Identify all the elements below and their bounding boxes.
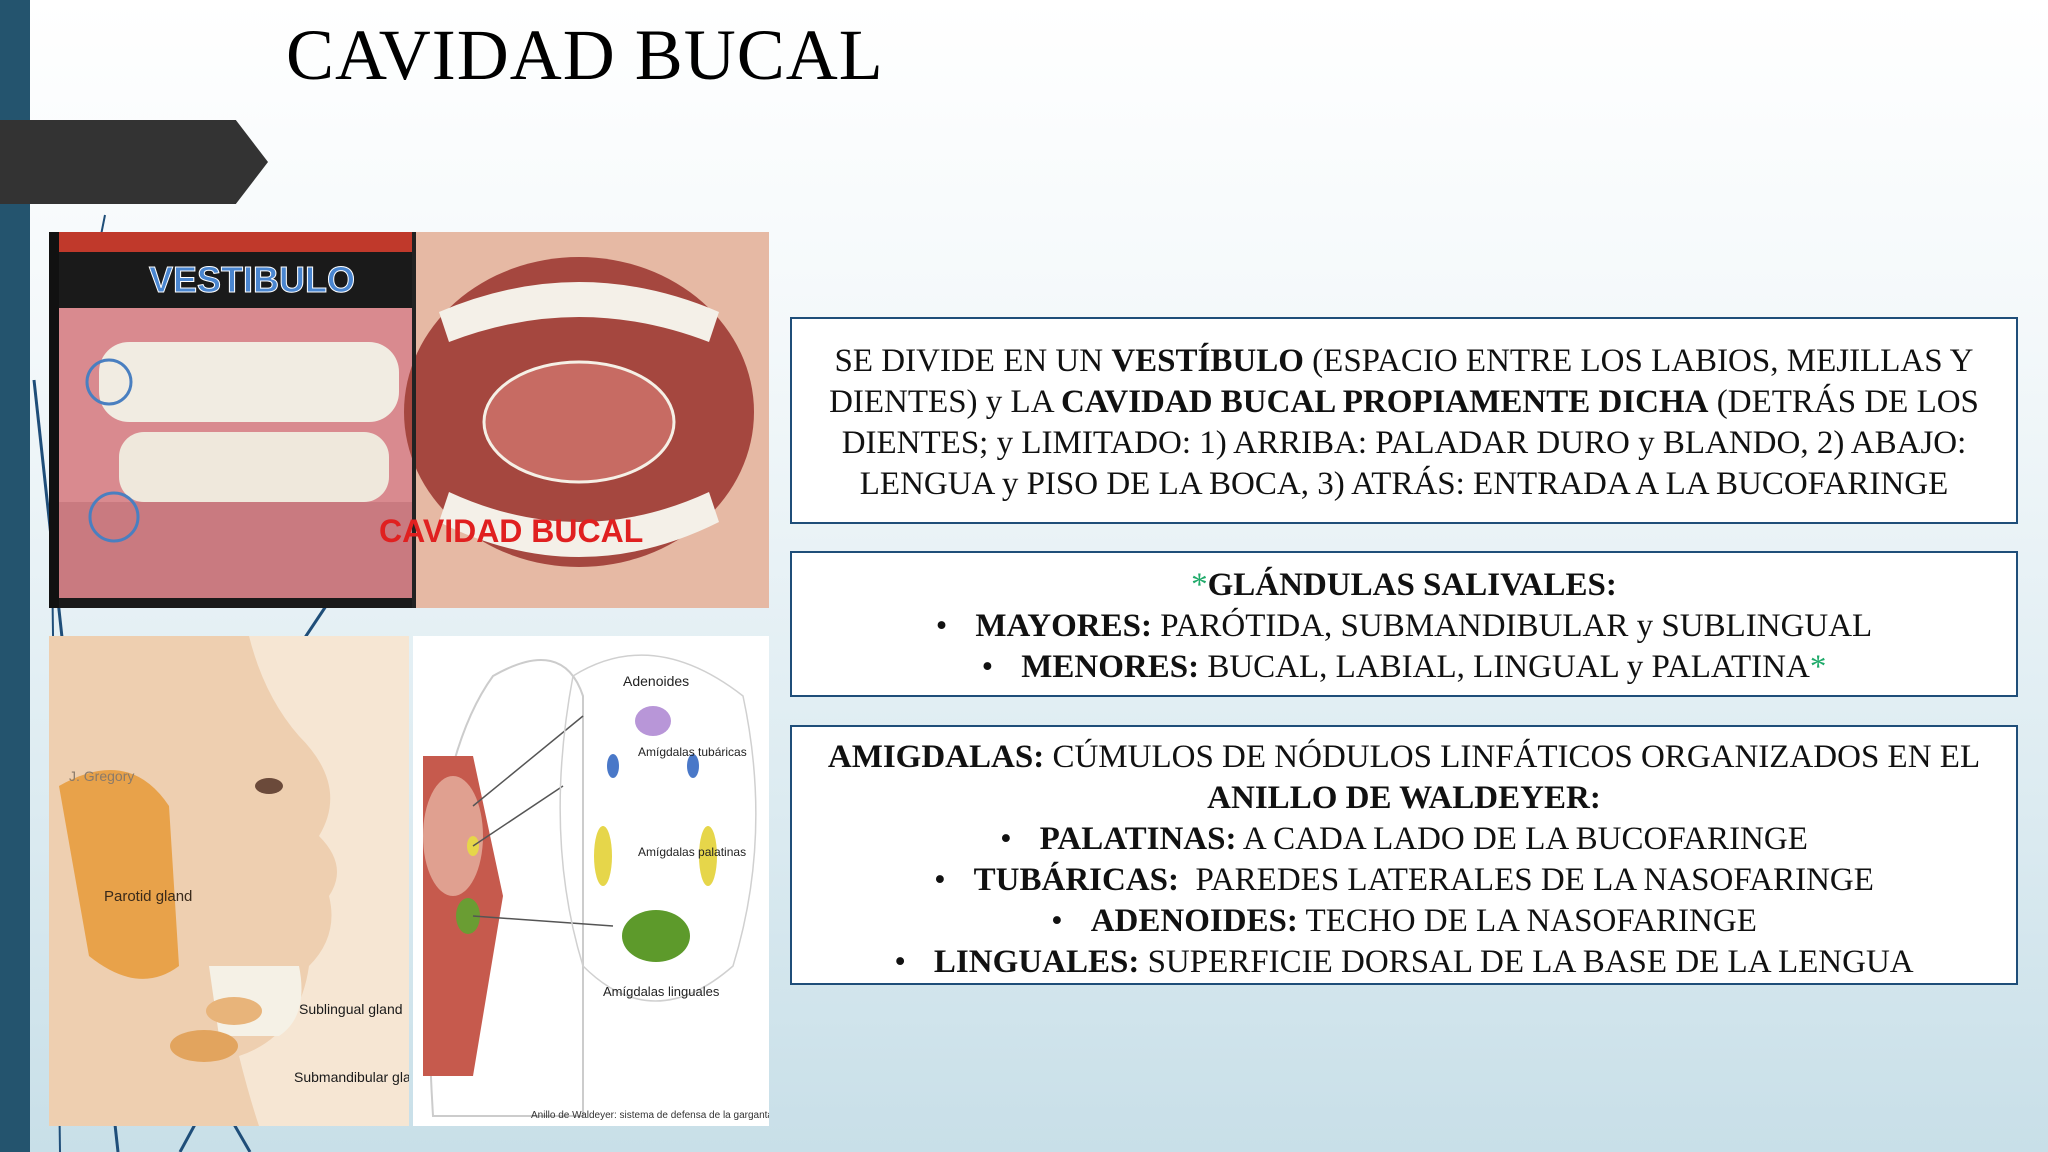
mayores-label: MAYORES: xyxy=(975,608,1152,644)
linguales-label: Amígdalas linguales xyxy=(603,984,720,999)
vestibulo-term: VESTÍBULO xyxy=(1111,343,1304,379)
box1-text-part3: (DETRÁS DE LOS DIENTES; y LIMITADO: 1) A… xyxy=(841,384,1979,502)
vestibulo-label: VESTIBULO xyxy=(149,259,355,300)
tonsil-item: PALATINAS: A CADA LADO DE LA BUCOFARINGE xyxy=(806,819,2002,860)
tonsil-item: ADENOIDES: TECHO DE LA NASOFARINGE xyxy=(806,901,2002,942)
tonsil-item-label: TUBÁRICAS: xyxy=(973,862,1180,898)
tonsil-item-text: SUPERFICIE DORSAL DE LA BASE DE LA LENGU… xyxy=(1139,944,1914,980)
amigdalas-label: AMIGDALAS: xyxy=(827,739,1045,775)
tonsils-heading: AMIGDALAS: CÚMULOS DE NÓDULOS LINFÁTICOS… xyxy=(806,737,2002,819)
asterisk-open: * xyxy=(1191,567,1208,603)
glands-heading: *GLÁNDULAS SALIVALES: xyxy=(806,565,2002,606)
tonsil-item: LINGUALES: SUPERFICIE DORSAL DE LA BASE … xyxy=(806,942,2002,983)
menores-text: BUCAL, LABIAL, LINGUAL y PALATINA xyxy=(1199,649,1810,685)
box1-text: SE DIVIDE EN UN VESTÍBULO (ESPACIO ENTRE… xyxy=(829,343,1979,502)
illustrator-signature: J. Gregory xyxy=(69,768,134,784)
glands-heading-text: GLÁNDULAS SALIVALES: xyxy=(1207,567,1617,603)
asterisk-close: * xyxy=(1809,649,1827,685)
tonsil-item-label: PALATINAS: xyxy=(1039,821,1237,857)
tonsil-item-text: TECHO DE LA NASOFARINGE xyxy=(1297,903,1757,939)
waldeyer-caption: Anillo de Waldeyer: sistema de defensa d… xyxy=(531,1110,769,1121)
box1-text-part2: (ESPACIO ENTRE LOS LABIOS, MEJILLAS Y DI… xyxy=(829,343,1974,420)
tonsil-item-label: ADENOIDES: xyxy=(1090,903,1298,939)
salivary-glands-box: *GLÁNDULAS SALIVALES: MAYORES: PARÓTIDA,… xyxy=(790,551,2018,697)
sublingual-gland-label: Sublingual gland xyxy=(299,1001,403,1017)
slide-arrow-tab xyxy=(0,120,268,204)
tonsils-box: AMIGDALAS: CÚMULOS DE NÓDULOS LINFÁTICOS… xyxy=(790,725,2018,985)
cavidad-bucal-label: CAVIDAD BUCAL xyxy=(379,513,643,549)
cavidad-propia-term: CAVIDAD BUCAL PROPIAMENTE DICHA xyxy=(1060,384,1709,420)
waldeyer-ring-diagram: Adenoides Amígdalas tubáricas Amígdalas … xyxy=(413,636,769,1126)
glands-mayores-item: MAYORES: PARÓTIDA, SUBMANDIBULAR y SUBLI… xyxy=(806,606,2002,647)
box1-text-part1: SE DIVIDE EN UN xyxy=(834,343,1112,379)
slide-title: CAVIDAD BUCAL xyxy=(286,15,884,95)
division-description-box: SE DIVIDE EN UN VESTÍBULO (ESPACIO ENTRE… xyxy=(790,317,2018,524)
palatinas-label: Amígdalas palatinas xyxy=(638,845,746,859)
tonsil-item-text: A CADA LADO DE LA BUCOFARINGE xyxy=(1236,821,1808,857)
tonsil-item: TUBÁRICAS: PAREDES LATERALES DE LA NASOF… xyxy=(806,860,2002,901)
amigdalas-text: CÚMULOS DE NÓDULOS LINFÁTICOS ORGANIZADO… xyxy=(1044,739,1981,775)
tonsil-item-text: PAREDES LATERALES DE LA NASOFARINGE xyxy=(1179,862,1874,898)
mouth-photo: VESTIBULO CAVIDAD BUCAL xyxy=(49,232,769,608)
parotid-gland-label: Parotid gland xyxy=(104,888,192,905)
glands-menores-item: MENORES: BUCAL, LABIAL, LINGUAL y PALATI… xyxy=(806,647,2002,688)
tubaricas-label: Amígdalas tubáricas xyxy=(638,745,747,759)
tonsil-item-label: LINGUALES: xyxy=(933,944,1140,980)
menores-label: MENORES: xyxy=(1021,649,1200,685)
waldeyer-term: ANILLO DE WALDEYER: xyxy=(1207,780,1601,816)
adenoides-label: Adenoides xyxy=(623,673,689,689)
salivary-glands-illustration: J. Gregory Parotid gland Sublingual glan… xyxy=(49,636,409,1126)
mayores-text: PARÓTIDA, SUBMANDIBULAR y SUBLINGUAL xyxy=(1151,608,1873,644)
submandibular-gland-label: Submandibular gland xyxy=(294,1069,409,1085)
